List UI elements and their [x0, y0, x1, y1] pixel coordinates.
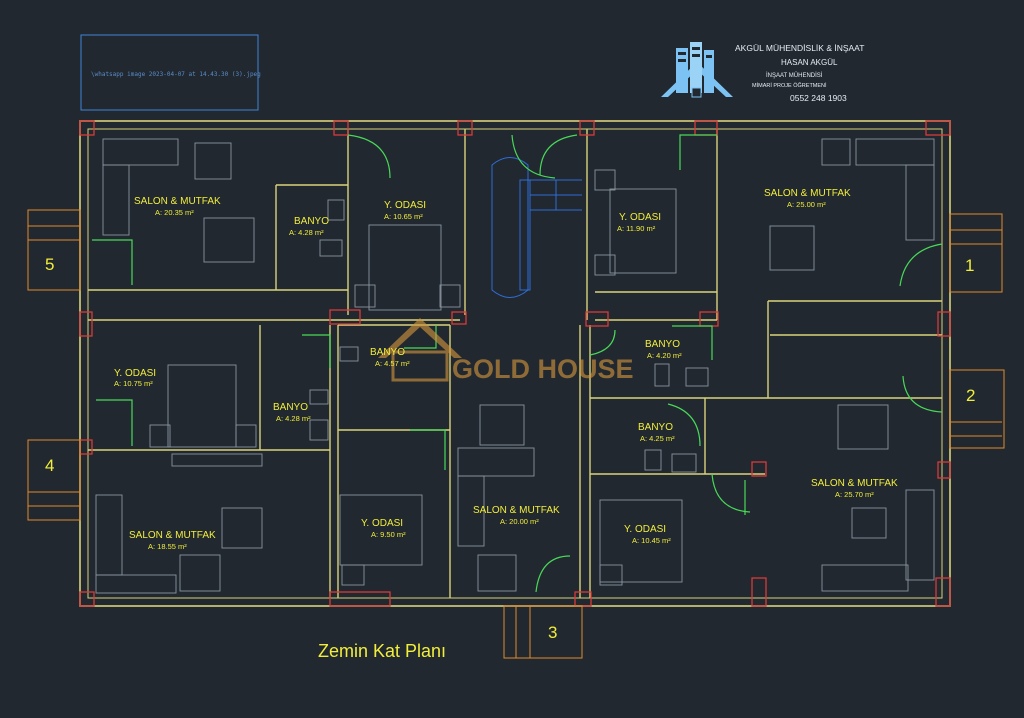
- unit-number-5: 5: [45, 255, 54, 274]
- company-title-2: MİMARİ PROJE ÖĞRETMENİ: [752, 82, 827, 89]
- company-phone: 0552 248 1903: [790, 93, 847, 103]
- room-area: A: 20.00 m²: [500, 517, 539, 526]
- room-name: Y. ODASI: [361, 518, 403, 529]
- room-name: SALON & MUTFAK: [134, 196, 221, 207]
- room-area: A: 25.00 m²: [787, 200, 826, 209]
- room-area: A: 9.50 m²: [371, 530, 406, 539]
- room-name: Y. ODASI: [384, 200, 426, 211]
- room-area: A: 18.55 m²: [148, 542, 187, 551]
- room-name: SALON & MUTFAK: [473, 505, 560, 516]
- room-name: Y. ODASI: [619, 212, 661, 223]
- room-name: Y. ODASI: [624, 524, 666, 535]
- columns: [79, 120, 951, 607]
- reference-image-name: \whatsapp image 2023-04-07 at 14.43.30 (…: [91, 71, 261, 78]
- room-area: A: 20.35 m²: [155, 208, 194, 217]
- room-area: A: 10.75 m²: [114, 379, 153, 388]
- room-name: BANYO: [638, 422, 673, 433]
- room-area: A: 11.90 m²: [617, 224, 656, 233]
- room-area: A: 4.20 m²: [647, 351, 682, 360]
- room-area: A: 10.45 m²: [632, 536, 671, 545]
- room-name: SALON & MUTFAK: [129, 530, 216, 541]
- furniture: [95, 138, 935, 594]
- room-name: SALON & MUTFAK: [811, 478, 898, 489]
- room-area: A: 10.65 m²: [384, 212, 423, 221]
- plan-title: Zemin Kat Planı: [318, 641, 446, 661]
- gold-house-watermark: GOLD HOUSE: [378, 318, 634, 384]
- room-area: A: 4.28 m²: [276, 414, 311, 423]
- room-area: A: 4.25 m²: [640, 434, 675, 443]
- doors: [92, 134, 943, 593]
- unit-number-2: 2: [966, 386, 975, 405]
- room-name: Y. ODASI: [114, 368, 156, 379]
- room-area: A: 4.28 m²: [289, 228, 324, 237]
- room-name: BANYO: [294, 216, 329, 227]
- room-name: SALON & MUTFAK: [764, 188, 851, 199]
- unit-number-3: 3: [548, 623, 557, 642]
- stair: [491, 157, 582, 298]
- company-title-1: İNŞAAT MÜHENDİSİ: [766, 72, 823, 79]
- company-person: HASAN AKGÜL: [781, 58, 838, 67]
- company-name: AKGÜL MÜHENDİSLİK & İNŞAAT: [735, 43, 864, 53]
- unit-number-1: 1: [965, 256, 974, 275]
- room-area: A: 4.57 m²: [375, 359, 410, 368]
- company-logo: [661, 42, 733, 98]
- reference-frame: \whatsapp image 2023-04-07 at 14.43.30 (…: [80, 34, 261, 111]
- room-name: BANYO: [645, 339, 680, 350]
- entry-steps: [27, 209, 1005, 659]
- room-name: BANYO: [370, 347, 405, 358]
- room-area: A: 25.70 m²: [835, 490, 874, 499]
- unit-number-4: 4: [45, 456, 54, 475]
- watermark-text: GOLD HOUSE: [452, 354, 634, 384]
- interior-walls: [88, 129, 942, 598]
- room-name: BANYO: [273, 402, 308, 413]
